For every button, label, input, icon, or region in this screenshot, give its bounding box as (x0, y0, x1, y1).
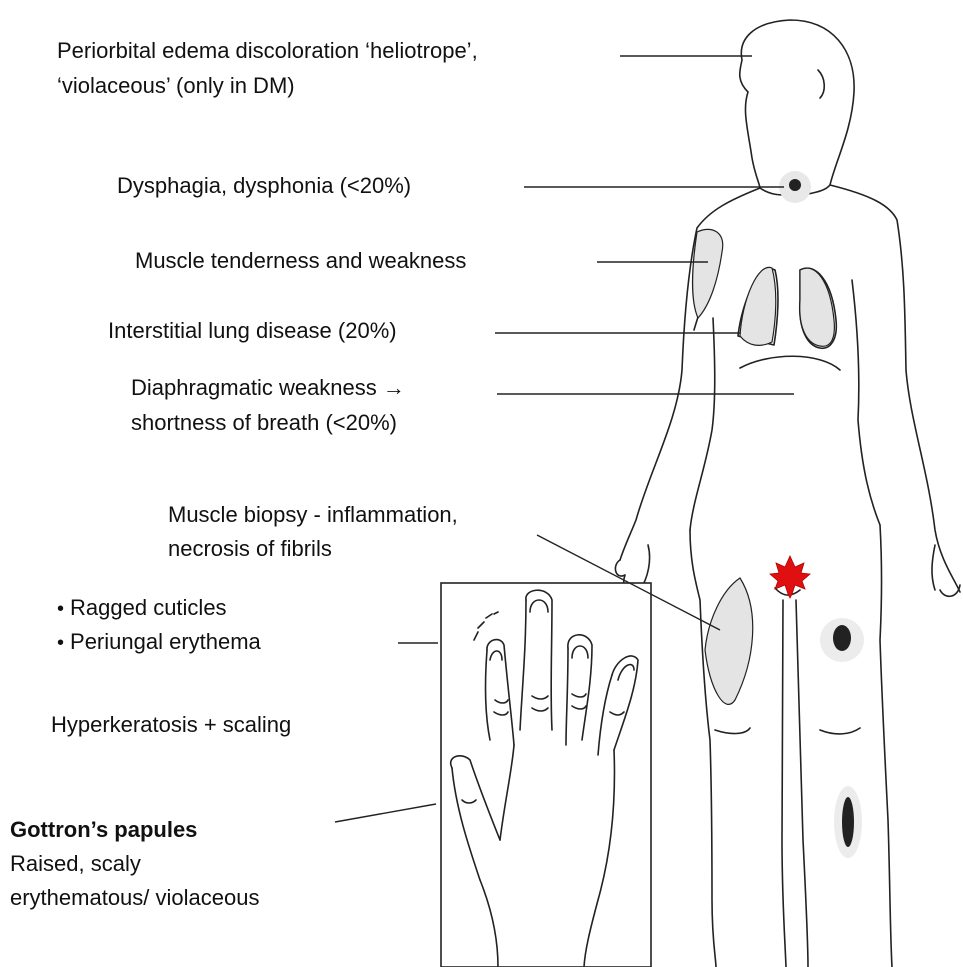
shoulder-muscle-shade (693, 229, 723, 318)
dysphagia-label: Dysphagia, dysphonia (<20%) (117, 171, 411, 201)
hyperkeratosis-label: Hyperkeratosis + scaling (51, 710, 291, 740)
throat-lesion (789, 179, 801, 191)
lung-disease-label: Interstitial lung disease (20%) (108, 316, 397, 346)
gottron-title: Gottron’s papules (10, 815, 197, 845)
biopsy-label-line2: necrosis of fibrils (168, 534, 332, 564)
erythema-bullet: Periungal erythema (57, 627, 261, 658)
hand-inset-frame (441, 583, 651, 967)
thigh-muscle-shade (705, 578, 753, 704)
shin-lesion (842, 797, 854, 847)
muscle-tenderness-label: Muscle tenderness and weakness (135, 246, 466, 276)
diaphragm-label-line2: shortness of breath (<20%) (131, 408, 397, 438)
body-outline (620, 20, 960, 592)
gottron-desc-line2: erythematous/ violaceous (10, 883, 259, 913)
cuticles-bullet: Ragged cuticles (57, 593, 227, 624)
maple-leaf-icon (770, 556, 810, 598)
biopsy-label-line1: Muscle biopsy - inflammation, (168, 500, 458, 530)
periorbital-label-line1: Periorbital edema discoloration ‘heliotr… (57, 36, 478, 66)
gottron-desc-line1: Raised, scaly (10, 849, 141, 879)
periorbital-label-line2: ‘violaceous’ (only in DM) (57, 71, 295, 101)
diaphragm-label-line1: Diaphragmatic weakness → (131, 373, 405, 403)
left-lung-shade (740, 267, 776, 345)
hip-lesion (833, 625, 851, 651)
right-lung-shade (800, 268, 835, 346)
